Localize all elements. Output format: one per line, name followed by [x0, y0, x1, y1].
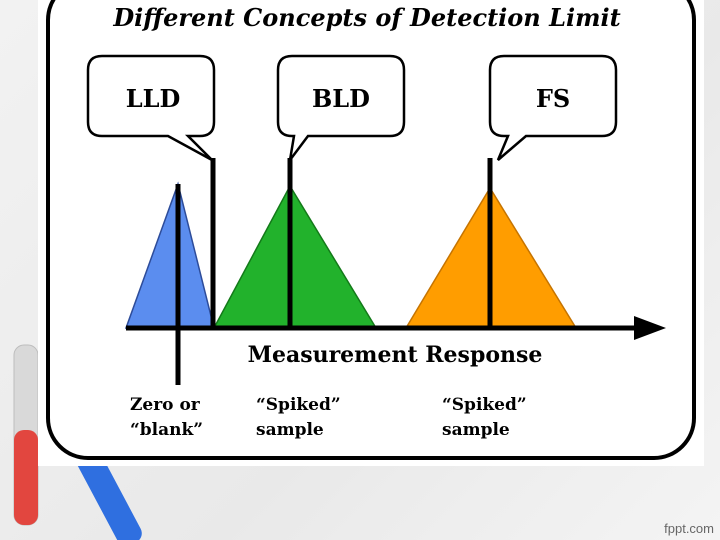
sample-label-blank: Zero or “blank” — [130, 395, 203, 440]
blue-test-tube-icon — [74, 443, 142, 540]
callout-fs: FS — [488, 54, 618, 161]
sample-label-bld-line2: sample — [256, 420, 324, 440]
detection-limit-figure: Different Concepts of Detection Limit LL… — [38, 0, 704, 466]
sample-label-fs-line2: sample — [442, 420, 510, 440]
sample-label-blank-line2: “blank” — [130, 420, 203, 440]
sample-label-blank-line1: Zero or — [130, 395, 201, 415]
figure-title: Different Concepts of Detection Limit — [112, 3, 620, 32]
sample-label-fs-line1: “Spiked” — [442, 395, 527, 415]
callout-bld: BLD — [276, 54, 406, 161]
callout-label-fs: FS — [536, 84, 570, 113]
sample-label-fs: “Spiked” sample — [442, 395, 527, 440]
callout-label-lld: LLD — [126, 84, 181, 113]
footer-watermark: fppt.com — [664, 521, 714, 536]
sample-label-bld-line1: “Spiked” — [256, 395, 341, 415]
axis-label: Measurement Response — [248, 342, 543, 368]
sample-label-bld: “Spiked” sample — [256, 395, 341, 440]
red-test-tube-icon — [13, 344, 39, 526]
callout-label-bld: BLD — [312, 84, 370, 113]
callout-lld: LLD — [86, 54, 216, 162]
